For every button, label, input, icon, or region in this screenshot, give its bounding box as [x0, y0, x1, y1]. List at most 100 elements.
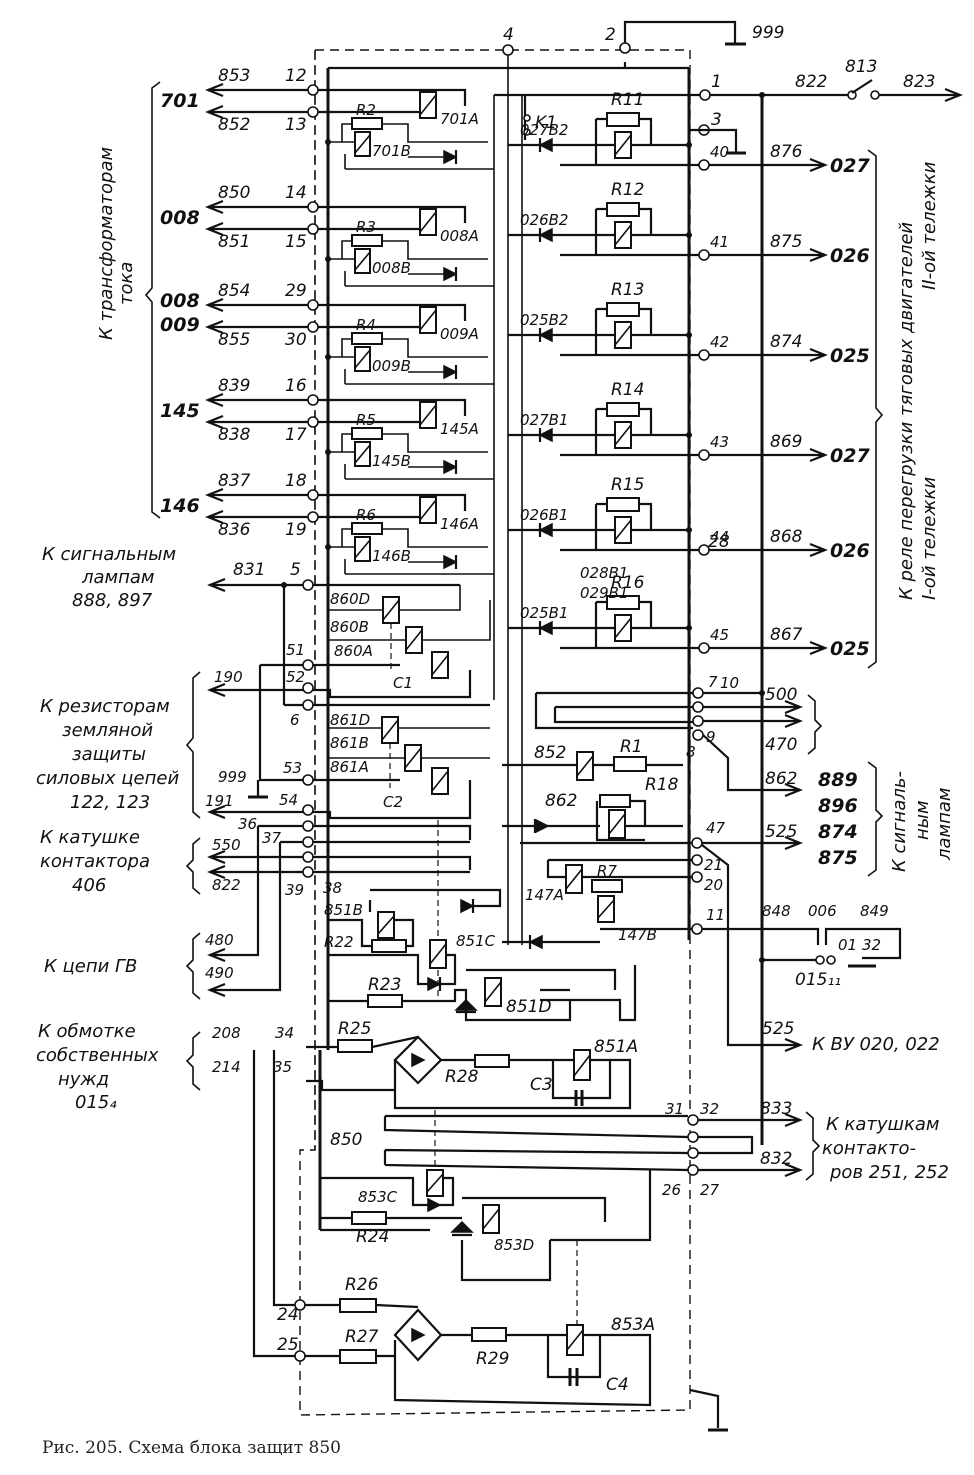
group-label: ным [912, 800, 933, 840]
terminal-label: 37 [262, 829, 282, 847]
resistor-R6 [351, 522, 383, 535]
terminal-label: 26 [662, 1181, 681, 1199]
relay-label: K1 [535, 113, 557, 133]
switch-label: 015₁₁ [795, 970, 841, 990]
terminal-30[interactable] [307, 321, 319, 333]
brace [867, 761, 884, 877]
group-label: 145 [160, 400, 200, 422]
wire-label: 823 [903, 72, 935, 92]
relay-label: 026B2 [520, 211, 568, 229]
group-label: 008 [160, 290, 200, 312]
terminal-17[interactable] [307, 416, 319, 428]
wire-label: 854 [218, 281, 250, 301]
terminal-14[interactable] [307, 201, 319, 213]
terminal-21[interactable] [691, 854, 703, 866]
terminal-16[interactable] [307, 394, 319, 406]
group-label: 701 [160, 90, 200, 112]
terminal-42[interactable] [698, 349, 710, 361]
wire-label: 837 [218, 471, 251, 491]
wire-label: 848 [762, 902, 791, 920]
terminal-4[interactable] [502, 44, 514, 56]
resistor-R5 [351, 427, 383, 440]
terminal-12[interactable] [307, 84, 319, 96]
terminal-label: 19 [285, 520, 307, 540]
wire-label: 190 [214, 668, 243, 686]
terminal-19[interactable] [307, 511, 319, 523]
terminal-10[interactable] [692, 701, 704, 713]
terminal-label: 10 [720, 674, 739, 692]
terminal-15[interactable] [307, 223, 319, 235]
terminal-45[interactable] [698, 642, 710, 654]
relay-label: 146A [440, 515, 479, 533]
terminal-1[interactable] [699, 89, 711, 101]
resistor-R15 [606, 497, 640, 512]
switch-813[interactable] [851, 79, 873, 94]
terminal-40[interactable] [698, 159, 710, 171]
resistor-label: R28 [445, 1067, 479, 1087]
resistor-label: R6 [356, 506, 376, 524]
group-label: К катушке [40, 827, 140, 848]
group-label: К катушкам [826, 1114, 940, 1135]
wire-label: 832 [760, 1149, 792, 1169]
terminal-label: 28 [708, 532, 730, 552]
terminal-27[interactable] [687, 1164, 699, 1176]
brace [185, 1031, 201, 1091]
terminal-11[interactable] [691, 923, 703, 935]
terminal-54[interactable] [302, 804, 314, 816]
resistor-label: R15 [611, 475, 644, 495]
ground-label: 999 [752, 23, 784, 43]
resistor-label: R3 [356, 218, 376, 236]
terminal-2[interactable] [619, 42, 631, 54]
terminal-6[interactable] [302, 699, 314, 711]
terminal-13[interactable] [307, 106, 319, 118]
resistor-label: R27 [345, 1327, 379, 1347]
terminal-label: 36 [238, 815, 257, 833]
wire-label: 470 [765, 735, 797, 755]
terminal-label: 27 [700, 1181, 720, 1199]
terminal-29[interactable] [307, 299, 319, 311]
brace [807, 694, 823, 755]
terminal-31[interactable] [687, 1114, 699, 1126]
relay-label: 851A [594, 1037, 638, 1057]
terminal-32[interactable] [687, 1131, 699, 1143]
terminal-5[interactable] [302, 579, 314, 591]
group-label: К ВУ 020, 022 [812, 1034, 940, 1055]
terminal-label: 35 [273, 1058, 292, 1076]
resistor-label: R1 [620, 737, 643, 757]
terminal-41[interactable] [698, 249, 710, 261]
terminal-26[interactable] [687, 1147, 699, 1159]
relay-label: 028B1 [580, 564, 628, 582]
terminal-18[interactable] [307, 489, 319, 501]
terminal-label: 29 [285, 281, 307, 301]
switch-015[interactable] [826, 955, 836, 965]
terminal-43[interactable] [698, 449, 710, 461]
terminal-label: 45 [710, 626, 729, 644]
relay-label: 145B [372, 452, 411, 470]
relay-label: 851D [506, 997, 552, 1017]
terminal-53[interactable] [302, 774, 314, 786]
relay-label: 851C [456, 932, 496, 950]
wire-label: 839 [218, 376, 250, 396]
relay-label: 701A [440, 110, 479, 128]
terminal-52[interactable] [302, 682, 314, 694]
terminal-47[interactable] [691, 837, 703, 849]
terminal-label: 16 [285, 376, 307, 396]
terminal-7[interactable] [692, 687, 704, 699]
relay-label: 860D [330, 590, 370, 608]
terminal-label: 31 [665, 1100, 684, 1118]
wire-label: 868 [770, 527, 803, 547]
destination-label: 026 [830, 245, 870, 267]
relay-label: 852 [534, 743, 566, 763]
wire-label: 867 [770, 625, 803, 645]
group-label: нужд [58, 1069, 109, 1090]
group-label: 008 [160, 207, 200, 229]
terminal-20[interactable] [691, 871, 703, 883]
group-label: К обмотке [38, 1021, 136, 1042]
terminal-label: 9 [706, 728, 716, 746]
group-label: К цепи ГВ [44, 956, 137, 977]
group-label: силовых цепей [36, 768, 179, 789]
terminal-label: 15 [285, 232, 307, 252]
terminal-9[interactable] [692, 729, 704, 741]
group-label: лампам [81, 567, 155, 588]
capacitor-label: C2 [383, 793, 403, 811]
